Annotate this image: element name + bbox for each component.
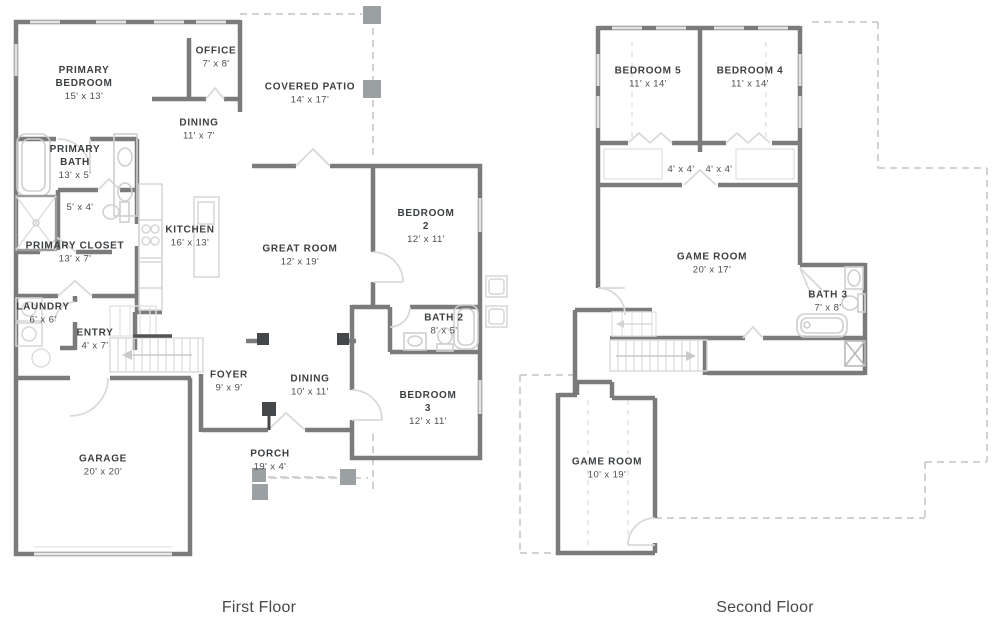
first-floor-drawing bbox=[13, 6, 508, 557]
ac-pads-icon bbox=[485, 275, 508, 328]
second-floor-caption: Second Floor bbox=[716, 599, 814, 616]
patio-roofline-dashes bbox=[240, 13, 374, 490]
first-floor-walls bbox=[13, 19, 483, 557]
door-swings bbox=[39, 86, 411, 431]
bathtub-icon bbox=[16, 133, 51, 197]
window-markers bbox=[14, 20, 482, 414]
window-markers-2f bbox=[596, 26, 802, 128]
toilet-icon bbox=[102, 201, 130, 223]
second-floor-walls bbox=[555, 25, 868, 556]
staircase-second-floor bbox=[609, 311, 708, 372]
first-floor-caption: First Floor bbox=[221, 599, 297, 616]
roofline-dashes bbox=[519, 21, 988, 554]
staircase-first-floor bbox=[109, 305, 204, 373]
columns-posts bbox=[252, 6, 381, 500]
vanity-sinks-icon bbox=[113, 133, 138, 217]
laundry-machines-icon bbox=[15, 297, 51, 368]
kitchen-counter-icon bbox=[138, 183, 163, 311]
kitchen-island-icon bbox=[193, 196, 220, 278]
linen-closet-icon bbox=[844, 340, 866, 367]
garage-door bbox=[34, 546, 172, 556]
door-swings-2f bbox=[597, 131, 823, 546]
bath2-fixtures-icon bbox=[403, 304, 479, 352]
closet-shelving bbox=[603, 148, 795, 180]
second-floor-drawing bbox=[519, 21, 988, 556]
bath3-fixtures-icon bbox=[796, 266, 866, 338]
shower-icon bbox=[14, 194, 58, 252]
attic-kneewall-dashes bbox=[587, 42, 767, 548]
